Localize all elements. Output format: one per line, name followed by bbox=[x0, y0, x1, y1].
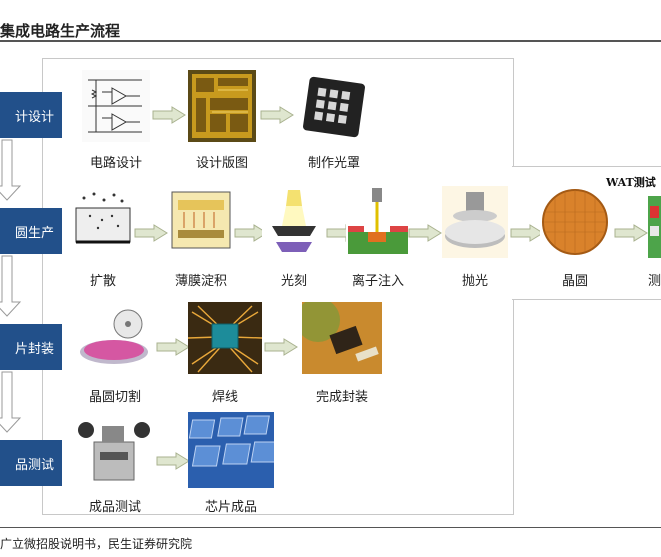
flow-arrow bbox=[264, 338, 298, 356]
flow-arrow bbox=[152, 106, 186, 124]
stage-testing: 品测试 bbox=[0, 440, 62, 486]
stage-connector bbox=[0, 139, 22, 433]
step-label: 晶圆 bbox=[561, 274, 588, 289]
source-note: 广立微招股说明书，民生证券研究院 bbox=[0, 537, 193, 551]
wafer-dicing-image bbox=[76, 302, 154, 374]
step-label: 设计版图 bbox=[195, 156, 248, 171]
polishing-image bbox=[442, 186, 508, 258]
final-test-machine-image bbox=[76, 412, 154, 488]
step-label: 制作光罩 bbox=[307, 156, 360, 171]
test-board-image bbox=[648, 196, 661, 258]
flow-arrow bbox=[614, 224, 648, 242]
step-label: 扩散 bbox=[89, 274, 116, 289]
stage-design: 计设计 bbox=[0, 92, 62, 138]
stage-wafer-production: 圆生产 bbox=[0, 208, 62, 254]
thin-film-deposition-image bbox=[168, 186, 234, 258]
step-label: 离子注入 bbox=[351, 274, 404, 289]
step-label: 电路设计 bbox=[89, 156, 142, 171]
step-label: 薄膜淀积 bbox=[174, 274, 227, 289]
ion-implantation-image bbox=[346, 186, 410, 258]
flow-arrow bbox=[156, 452, 190, 470]
lithography-image bbox=[262, 186, 326, 258]
step-label: 完成封装 bbox=[315, 390, 368, 405]
flow-arrow bbox=[260, 106, 294, 124]
wafer-image bbox=[540, 186, 610, 258]
packaging-complete-image bbox=[302, 302, 382, 374]
stage-packaging: 片封装 bbox=[0, 324, 62, 370]
step-label: 抛光 bbox=[461, 274, 488, 289]
circuit-design-image bbox=[82, 70, 150, 142]
flow-arrow bbox=[134, 224, 168, 242]
diffusion-image bbox=[72, 186, 134, 258]
page-title: 集成电路生产流程 bbox=[0, 22, 121, 40]
layout-design-image bbox=[188, 70, 256, 142]
step-label: 光刻 bbox=[280, 274, 307, 289]
step-label: 晶圆切割 bbox=[88, 390, 141, 405]
wat-test-label: WAT测试 bbox=[606, 176, 656, 189]
flow-arrow bbox=[408, 224, 442, 242]
photomask-image bbox=[300, 70, 368, 142]
finished-chips-image bbox=[188, 412, 274, 488]
flow-arrow bbox=[510, 224, 544, 242]
wire-bonding-image bbox=[188, 302, 262, 374]
step-label: 芯片成品 bbox=[204, 500, 257, 515]
step-label: 焊线 bbox=[211, 390, 238, 405]
step-label: 成品测试 bbox=[88, 500, 141, 515]
flow-arrow bbox=[156, 338, 190, 356]
step-label: 测 bbox=[648, 274, 661, 289]
title-divider bbox=[0, 40, 661, 42]
footer-divider bbox=[0, 527, 661, 528]
